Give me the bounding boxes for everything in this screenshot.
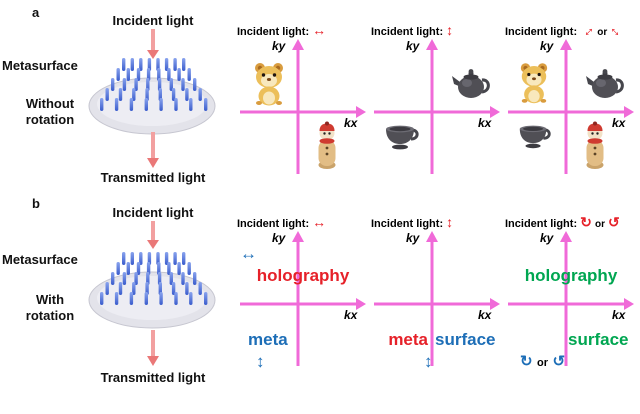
ky-axis-label: ky	[540, 39, 554, 53]
meta-word: meta	[388, 330, 428, 349]
rotation-label-b-line1: With	[35, 292, 65, 307]
rotation-label-a-line2: rotation	[25, 112, 75, 127]
metasurface-label-a: Metasurface	[2, 58, 78, 73]
or-text: or	[594, 219, 605, 230]
transmitted-light-label-b: Transmitted light	[100, 370, 206, 385]
kx-axis-label: kx	[478, 308, 492, 322]
kspace-axes	[240, 231, 366, 366]
vertical-polarization-arrow-icon: ↕	[446, 214, 454, 230]
incident-light-caption: Incident light:	[237, 218, 310, 230]
vertical-arrow-blue-icon: ↕	[256, 352, 265, 371]
cup-icon	[382, 122, 420, 150]
incident-light-label-b: Incident light	[112, 205, 194, 220]
incident-light-caption: Incident light:	[237, 26, 310, 38]
kspace-diagram-a3: Incident light: ↔ or ↔ ky kx	[504, 19, 638, 197]
vertical-polarization-arrow-icon: ↕	[446, 22, 454, 38]
metasurface-illustration-b	[86, 240, 221, 335]
kspace-title-a1: Incident light: ↔	[237, 22, 326, 38]
teapot-icon	[584, 68, 626, 100]
kx-axis-label: kx	[478, 116, 492, 130]
ky-axis-label: ky	[540, 231, 554, 245]
horizontal-polarization-arrow-icon: ↔	[312, 214, 327, 230]
horizontal-polarization-arrow-icon: ↔	[312, 22, 327, 38]
snowman-figurine-icon	[314, 120, 340, 170]
panel-a-label: a	[32, 5, 40, 20]
holography-word: holography	[256, 266, 350, 285]
kspace-title-a3: Incident light: ↔ or ↔	[505, 19, 628, 40]
teapot-icon	[450, 68, 492, 100]
kspace-axes	[374, 39, 500, 174]
ky-axis-label: ky	[272, 231, 286, 245]
kspace-axes	[508, 39, 634, 174]
rotation-label-b-line2: rotation	[25, 308, 75, 323]
kspace-diagram-a1: Incident light: ↔ ky kx	[236, 22, 370, 197]
cup-icon	[516, 122, 552, 149]
transmitted-light-arrow-a	[146, 132, 160, 168]
dog-figurine-icon	[518, 62, 550, 104]
kspace-title-b2: Incident light: ↕	[371, 214, 453, 230]
snowman-figurine-icon	[582, 120, 608, 170]
incident-light-label-a: Incident light	[112, 13, 194, 28]
incident-light-caption: Incident light:	[371, 26, 444, 38]
incident-light-caption: Incident light:	[371, 218, 444, 230]
ky-axis-label: ky	[406, 231, 420, 245]
metasurface-disk-b	[88, 252, 216, 329]
vertical-arrow-blue-icon: ↕	[424, 352, 433, 371]
circular-arrows-note: ↻ or ↺	[520, 352, 565, 371]
kx-axis-label: kx	[344, 308, 358, 322]
incident-light-arrow-b	[146, 221, 160, 249]
dog-figurine-icon	[252, 62, 286, 106]
kspace-diagram-b1: Incident light: ↔ ky kx ↔ holography met…	[236, 214, 370, 389]
or-text: or	[537, 357, 549, 369]
transmitted-light-label-a: Transmitted light	[100, 170, 206, 185]
cw-arrow-blue-icon: ↻	[520, 353, 533, 370]
kspace-axes	[240, 39, 366, 174]
kspace-title-a2: Incident light: ↕	[371, 22, 453, 38]
rotation-label-b: With rotation	[8, 292, 92, 324]
metasurface-illustration-a	[86, 46, 221, 141]
kspace-title-b1: Incident light: ↔	[237, 214, 326, 230]
kx-axis-label: kx	[612, 116, 626, 130]
meta-word: meta	[248, 330, 288, 349]
ccw-arrow-blue-icon: ↺	[552, 353, 566, 370]
kx-axis-label: kx	[612, 308, 626, 322]
kspace-diagram-b3: Incident light: ↻ or ↺ ky kx holography …	[504, 214, 638, 389]
panel-b-label: b	[32, 196, 40, 211]
metasurface-disk-a	[88, 58, 216, 135]
kspace-axes	[374, 231, 500, 366]
surface-word: surface	[568, 330, 629, 349]
holography-word: holography	[524, 266, 618, 285]
ky-axis-label: ky	[272, 39, 286, 53]
ccw-circular-polarization-arrow-icon: ↺	[608, 214, 620, 230]
transmitted-light-arrow-b	[146, 330, 160, 366]
metasurface-label-b: Metasurface	[2, 252, 78, 267]
incident-light-caption: Incident light:	[505, 218, 578, 230]
rotation-label-a: Without rotation	[8, 96, 92, 128]
kspace-diagram-a2: Incident light: ↕ ky kx	[370, 22, 504, 197]
ky-axis-label: ky	[406, 39, 420, 53]
kspace-title-b3: Incident light: ↻ or ↺	[505, 214, 620, 231]
kspace-axes	[508, 231, 634, 366]
or-text: or	[597, 27, 608, 38]
kx-axis-label: kx	[344, 116, 358, 130]
horizontal-arrow-blue-icon: ↔	[240, 244, 257, 263]
incident-light-caption: Incident light:	[505, 26, 578, 38]
rotation-label-a-line1: Without	[25, 96, 75, 111]
surface-word: surface	[435, 330, 496, 349]
cw-circular-polarization-arrow-icon: ↻	[580, 214, 592, 230]
kspace-diagram-b2: Incident light: ↕ ky kx meta surface ↕	[370, 214, 504, 389]
incident-light-arrow-a	[146, 29, 160, 59]
